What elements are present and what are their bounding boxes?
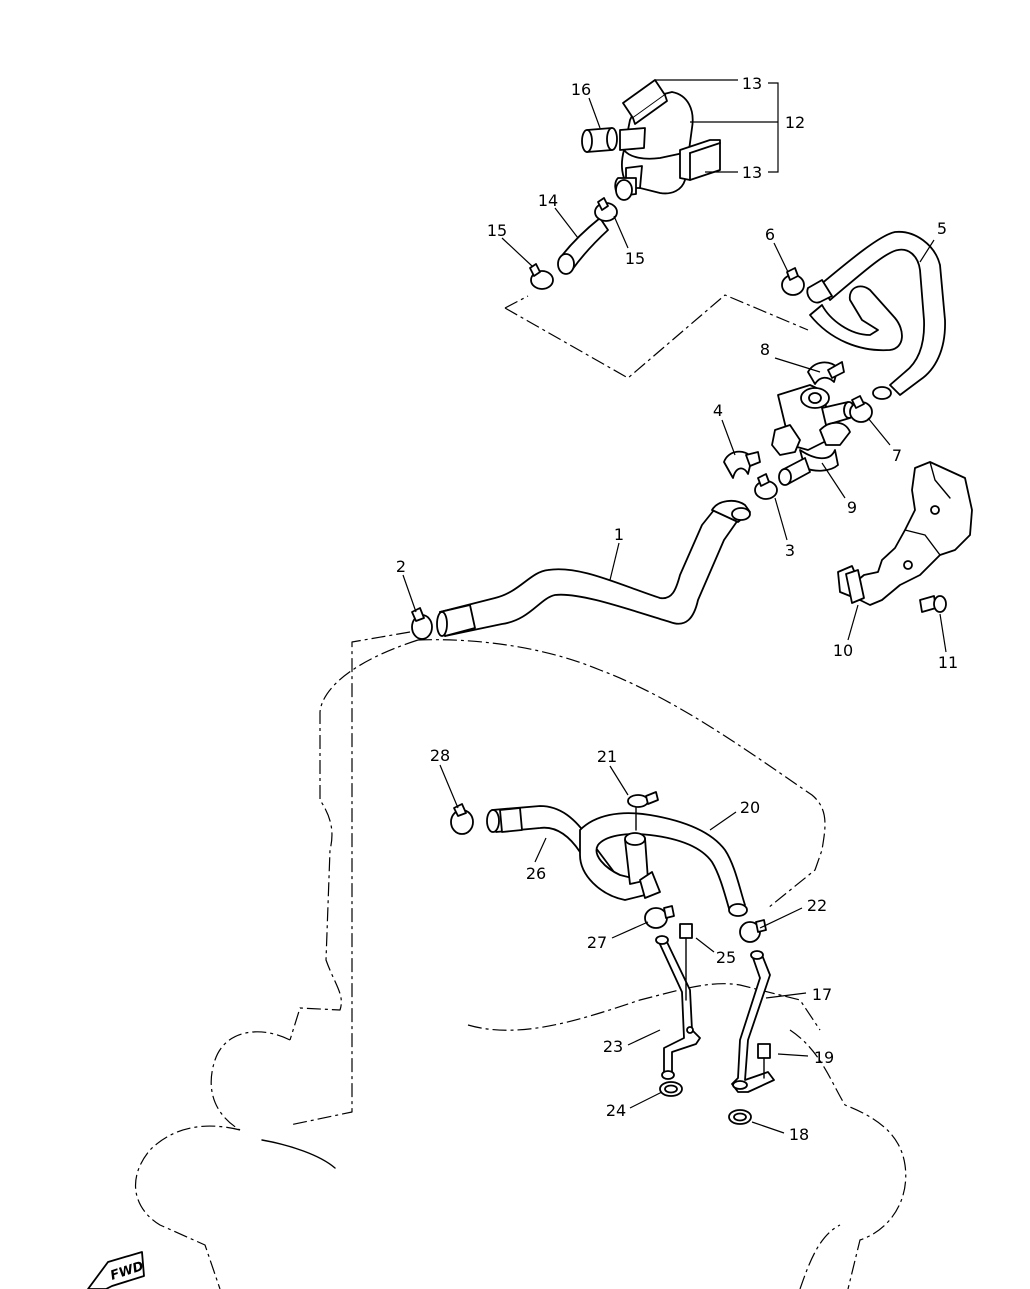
callout-18: 18 [789, 1125, 809, 1144]
hose-1 [436, 499, 751, 637]
callout-28: 28 [430, 746, 450, 765]
engine-outline [134, 294, 907, 1289]
clamp-15-lower [529, 263, 554, 290]
clamp-22 [739, 919, 767, 943]
clamp-28 [450, 803, 474, 835]
callout-3: 3 [785, 541, 795, 560]
pipe-17 [731, 950, 775, 1093]
callout-10: 10 [833, 641, 853, 660]
callout-11: 11 [938, 653, 958, 672]
clamp-2 [411, 607, 433, 640]
callout-22: 22 [807, 896, 827, 915]
callout-19: 19 [814, 1048, 834, 1067]
pipe-5 [806, 231, 946, 400]
pipe-23 [655, 935, 701, 1080]
callout-25: 25 [716, 948, 736, 967]
callout-2: 2 [396, 557, 406, 576]
bolt-25 [679, 923, 693, 1001]
callout-6: 6 [765, 225, 775, 244]
clip-8 [807, 361, 845, 385]
clamp-6 [781, 267, 805, 296]
clamp-27 [644, 905, 675, 929]
filter-element-bottom [679, 139, 721, 181]
gasket-24 [659, 1081, 683, 1097]
clip-4 [723, 450, 761, 479]
bolt-19 [757, 1043, 771, 1079]
joint-16 [581, 127, 618, 153]
leader-lines [402, 79, 947, 1134]
callout-8: 8 [760, 340, 770, 359]
fwd-arrow-icon: FWD [87, 1251, 146, 1289]
callout-20: 20 [740, 798, 760, 817]
callout-26: 26 [526, 864, 546, 883]
callout-9: 9 [847, 498, 857, 517]
callout-1: 1 [614, 525, 624, 544]
callout-13-top: 13 [742, 74, 762, 93]
valve-9 [771, 384, 855, 486]
callout-12: 12 [785, 113, 805, 132]
callout-13-bottom: 13 [742, 163, 762, 182]
cap-21 [627, 791, 659, 831]
callout-23: 23 [603, 1037, 623, 1056]
filter-element-top [622, 79, 668, 125]
callout-24: 24 [606, 1101, 626, 1120]
clamp-15-upper [594, 197, 618, 222]
callout-14: 14 [538, 191, 558, 210]
hose-14 [557, 217, 609, 275]
callout-16: 16 [571, 80, 591, 99]
callout-21: 21 [597, 747, 617, 766]
callout-15-left: 15 [487, 221, 507, 240]
callout-5: 5 [937, 219, 947, 238]
bolt-11 [919, 595, 947, 613]
callout-4: 4 [713, 401, 723, 420]
gasket-18 [728, 1109, 752, 1125]
hose-20 [579, 812, 748, 917]
callout-27: 27 [587, 933, 607, 952]
callout-7: 7 [892, 446, 902, 465]
callouts: 16 13 12 13 14 15 15 6 5 8 4 7 9 1 3 2 1… [396, 74, 958, 1144]
bracket-10 [837, 461, 973, 606]
callout-17: 17 [812, 985, 832, 1004]
callout-15-right: 15 [625, 249, 645, 268]
clamp-7 [849, 395, 873, 423]
clamp-3 [754, 473, 778, 500]
